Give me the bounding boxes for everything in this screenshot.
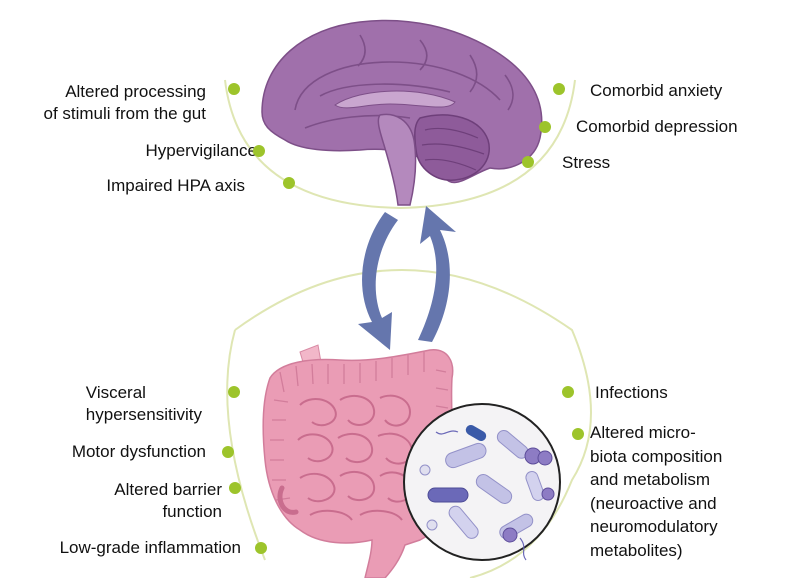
microbe-coccus xyxy=(419,464,431,476)
bullet-dot xyxy=(228,386,240,398)
brainstem xyxy=(377,113,417,206)
bullet-dot xyxy=(228,83,240,95)
bullet-dot xyxy=(553,83,565,95)
label-infections: Infections xyxy=(595,383,668,402)
label-stress: Stress xyxy=(562,153,611,172)
label-impaired-hpa: Impaired HPA axis xyxy=(106,176,245,195)
label-comorbid-depression: Comorbid depression xyxy=(576,117,738,136)
appendix xyxy=(277,485,299,515)
microbes xyxy=(419,425,555,561)
brain-illustration xyxy=(261,19,543,206)
label-altered-microbiota: Altered micro- biota composition and met… xyxy=(590,423,723,560)
microbe-rod xyxy=(475,474,513,504)
arrow-down xyxy=(358,212,398,350)
microbe-flagellum xyxy=(435,430,459,435)
microbe-rod xyxy=(445,442,487,469)
bidirectional-arrows xyxy=(358,206,456,350)
arrow-up xyxy=(418,206,456,342)
bullet-dot xyxy=(283,177,295,189)
microbe-rod xyxy=(448,505,479,539)
cerebellum-folds xyxy=(421,127,485,171)
corpus-callosum xyxy=(334,90,456,109)
brain-arc xyxy=(224,79,576,210)
label-comorbid-anxiety: Comorbid anxiety xyxy=(590,81,723,100)
bullet-dot xyxy=(255,542,267,554)
microbe-coccus xyxy=(537,450,553,466)
haustra-folds xyxy=(270,352,449,501)
bullet-dot xyxy=(562,386,574,398)
microbe-coccus xyxy=(502,527,518,543)
brain-inner-gyri xyxy=(294,34,514,129)
label-altered-barrier: Altered barrier function xyxy=(114,480,222,521)
bullet-dot xyxy=(522,156,534,168)
label-altered-processing: Altered processing of stimuli from the g… xyxy=(43,82,206,123)
label-visceral-hypersensitivity: Visceral hypersensitivity xyxy=(85,383,202,424)
microbe-rod-dark xyxy=(465,425,487,441)
label-motor-dysfunction: Motor dysfunction xyxy=(71,442,206,461)
microbe-coccus xyxy=(426,519,438,531)
label-hypervigilance: Hypervigilance xyxy=(145,141,258,160)
microbe-coccus xyxy=(541,487,555,501)
bullet-dot xyxy=(229,482,241,494)
bullet-dot xyxy=(222,446,234,458)
microbiota-magnified-illustration xyxy=(403,403,561,561)
bullet-dot xyxy=(539,121,551,133)
cerebellum xyxy=(414,114,490,181)
label-low-grade-inflammation: Low-grade inflammation xyxy=(59,538,241,557)
microbe-flagellum xyxy=(519,537,527,561)
large-intestine xyxy=(262,349,454,578)
microbe-rod xyxy=(427,487,469,503)
bullet-dot xyxy=(572,428,584,440)
microbe-rod xyxy=(525,471,545,501)
bullet-dot xyxy=(253,145,265,157)
